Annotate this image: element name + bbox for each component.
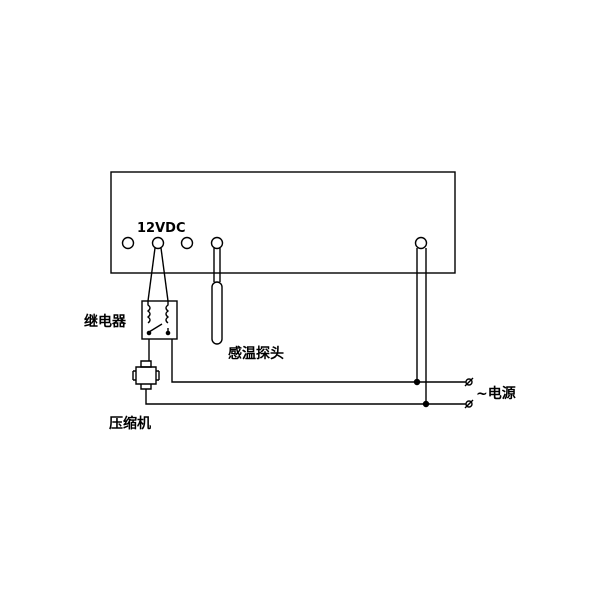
terminal-5 <box>414 236 428 250</box>
relay-label: 继电器 <box>84 313 127 330</box>
power-terminal-n <box>464 399 474 409</box>
probe-label: 感温探头 <box>228 345 284 362</box>
voltage-label: 12VDC <box>137 221 185 236</box>
terminal-3 <box>180 236 194 250</box>
terminal-4 <box>210 236 224 250</box>
relay-coil-wire-left <box>147 247 156 302</box>
junction-bottom <box>422 400 430 408</box>
terminal-1 <box>121 236 135 250</box>
relay-coil-wire-right <box>160 247 169 302</box>
compressor-symbol <box>132 360 160 390</box>
power-terminal-l <box>464 377 474 387</box>
junction-top <box>413 378 421 386</box>
temperature-probe <box>211 248 223 345</box>
relay-output-wire <box>171 339 466 383</box>
terminal-2 <box>151 236 165 250</box>
compressor-neutral-wire <box>145 389 466 405</box>
relay-contact-left <box>146 330 152 336</box>
compressor-label: 压缩机 <box>109 415 151 432</box>
relay-box <box>141 300 178 340</box>
power-label: ~电源 <box>476 385 516 402</box>
controller-box <box>110 171 456 274</box>
relay-switch <box>148 323 163 333</box>
relay-coil <box>146 301 170 324</box>
